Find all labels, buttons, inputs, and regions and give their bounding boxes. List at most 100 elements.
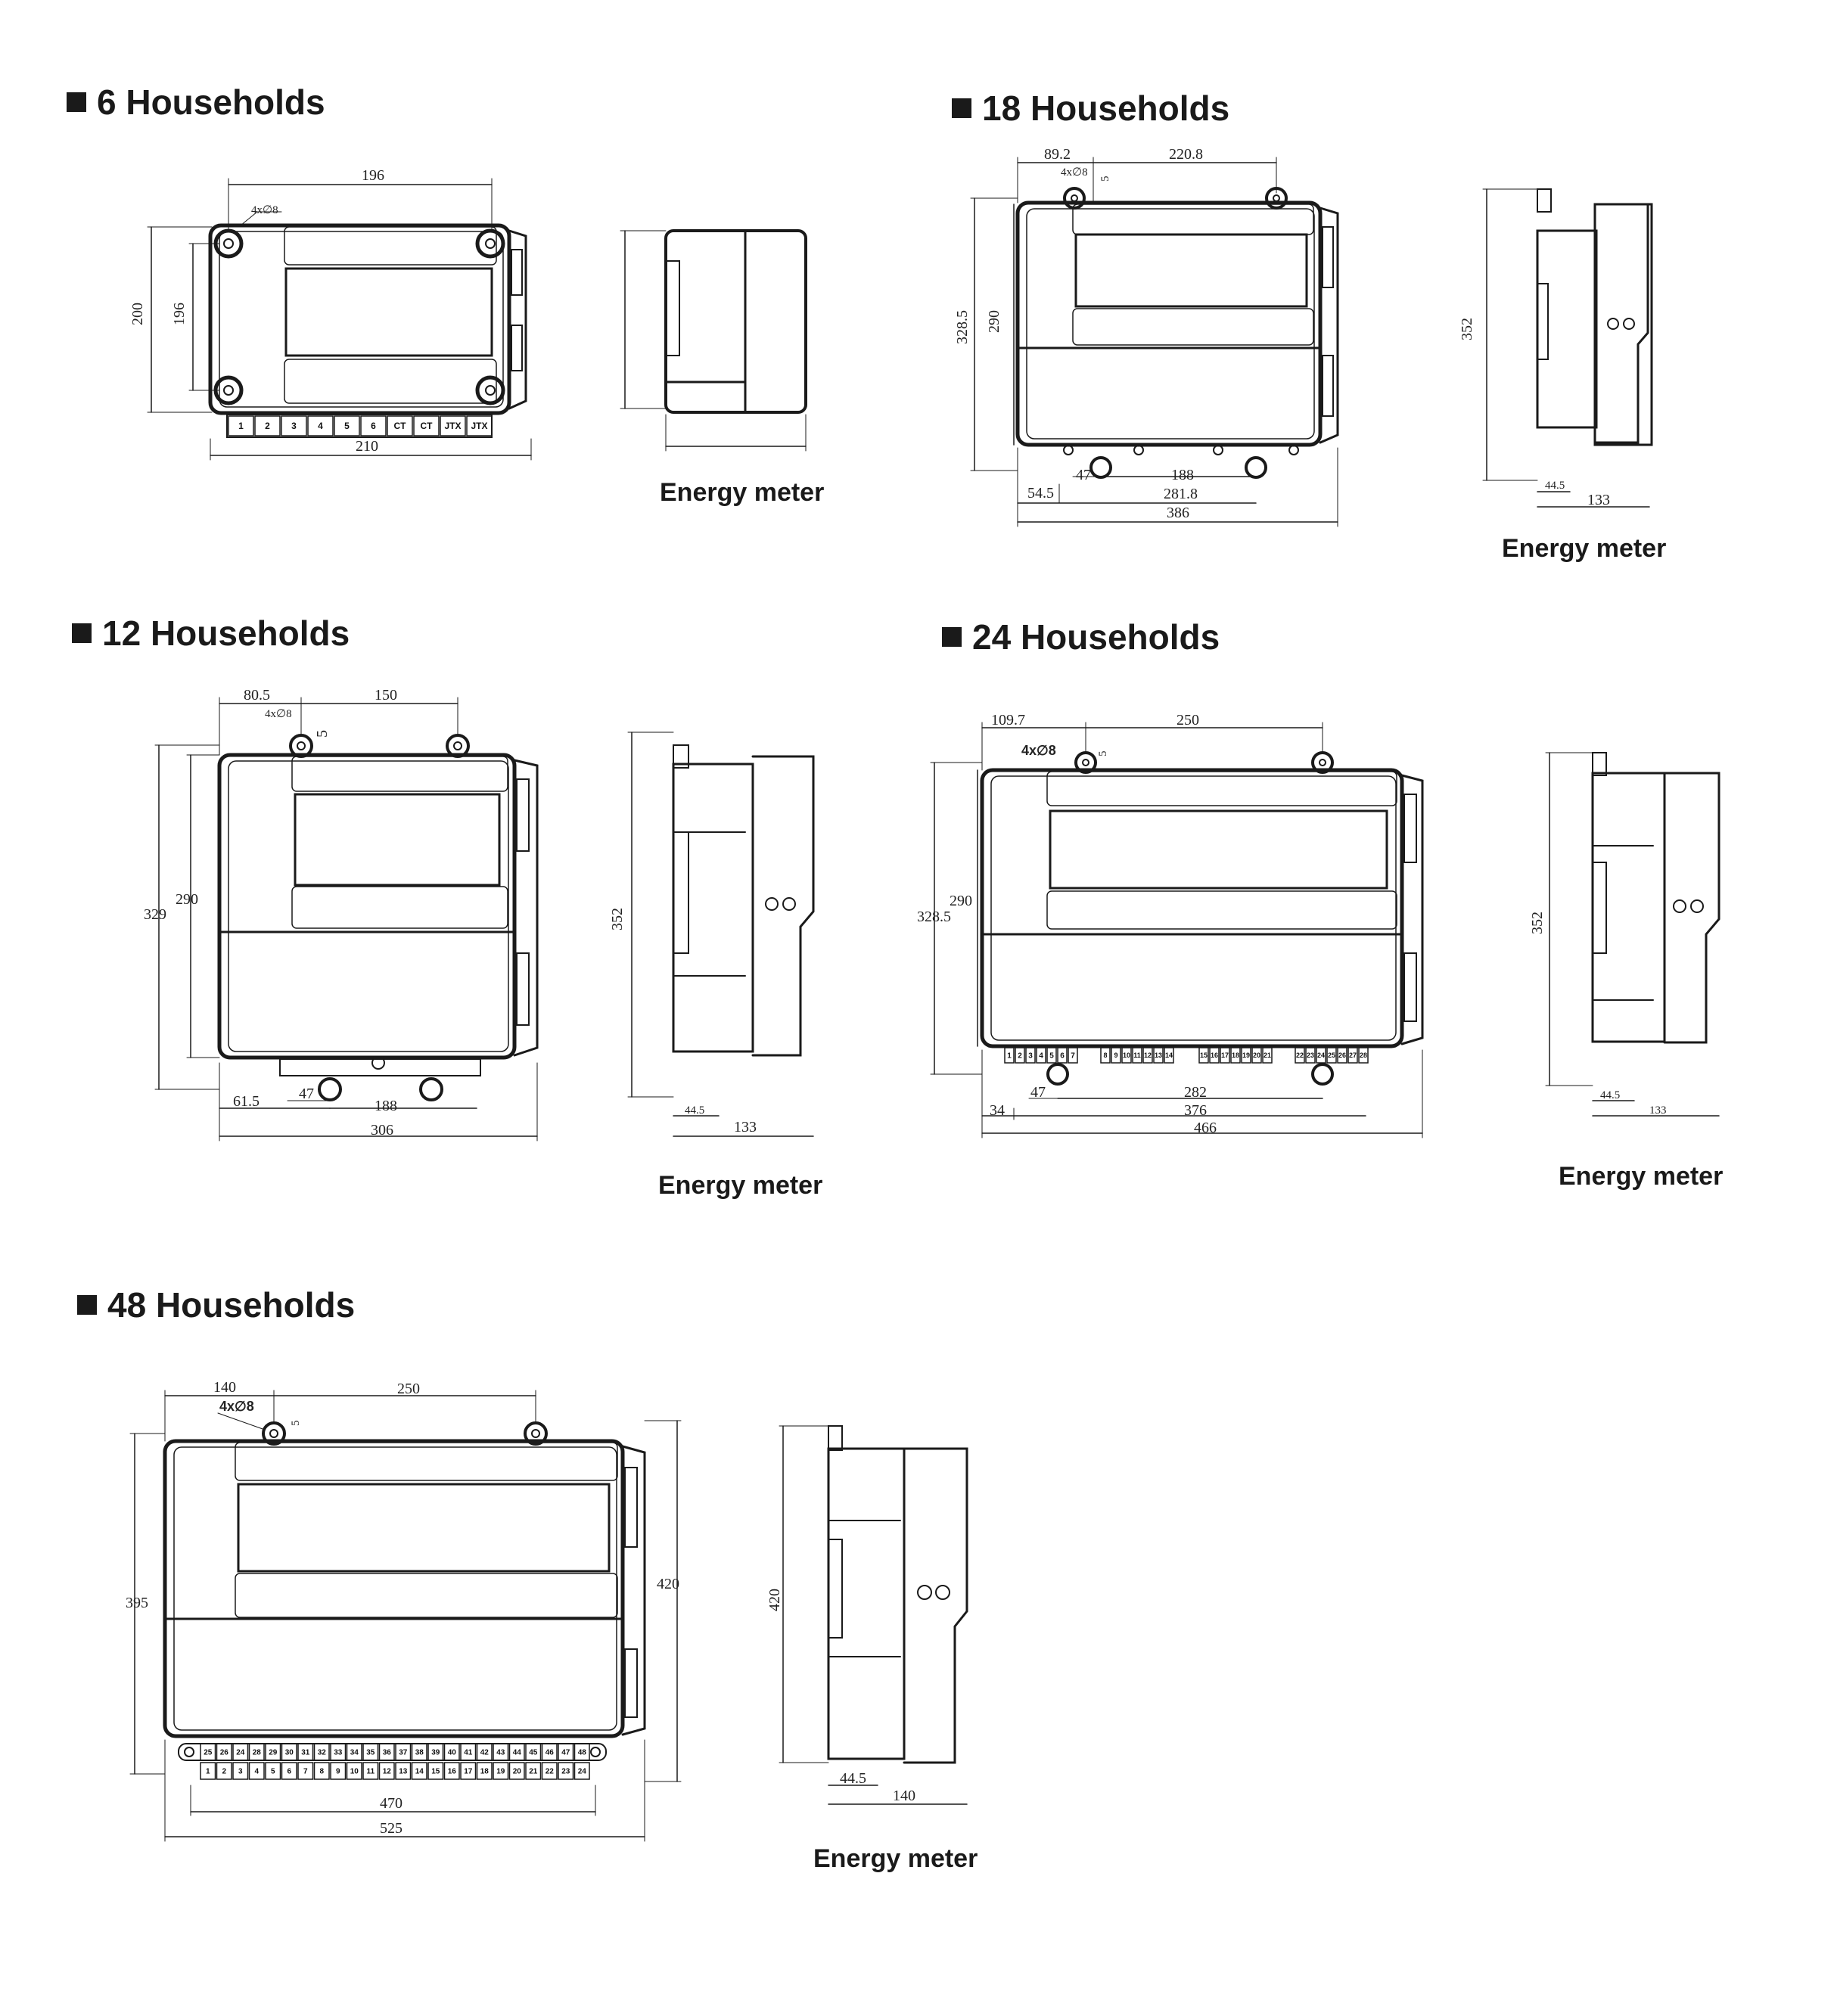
dim-12-t2: 150	[375, 687, 397, 704]
dim-6-left-outer: 200	[129, 303, 146, 325]
dim-18-281: 281.8	[1164, 486, 1198, 502]
terminal-48-bottom-cell	[281, 1762, 297, 1780]
terminal-24c-label: 17	[1221, 1051, 1229, 1059]
terminal-24d-cell	[1337, 1047, 1347, 1064]
terminal-24a-cell	[1015, 1047, 1025, 1064]
terminal-6-label: 5	[344, 421, 350, 431]
terminal-48-bottom-label: 23	[561, 1768, 570, 1776]
terminal-24a-label: 3	[1028, 1052, 1033, 1061]
terminal-48-top-cell	[248, 1743, 265, 1761]
dim-24-side-133: 133	[1649, 1104, 1667, 1117]
terminal-48-top-label: 39	[431, 1749, 440, 1757]
heading-12-households: 12 Households	[72, 613, 350, 654]
dim-18-side-445: 44.5	[1545, 480, 1565, 492]
terminal-24d-cell	[1347, 1047, 1358, 1064]
drawing-24-front	[930, 722, 1424, 1138]
terminal-24a-cell	[1036, 1047, 1046, 1064]
terminal-24c-label: 21	[1264, 1051, 1271, 1059]
terminal-24c-cell	[1198, 1047, 1209, 1064]
terminal-48-top-label: 30	[285, 1749, 294, 1757]
terminal-48-bottom-label: 21	[529, 1768, 538, 1776]
bullet-square-icon	[952, 98, 971, 118]
terminal-24c-cell	[1251, 1047, 1262, 1064]
terminal-48-top-cell	[232, 1743, 249, 1761]
terminal-48-bottom-cell	[525, 1762, 542, 1780]
terminal-48-top-label: 44	[513, 1749, 522, 1757]
terminal-48-top-cell	[281, 1743, 297, 1761]
terminal-48-top-cell	[313, 1743, 330, 1761]
dim-6-hole: 4x∅8	[251, 204, 278, 216]
terminal-48-bottom-label: 2	[222, 1768, 226, 1776]
drawing-18-front	[970, 157, 1339, 527]
terminal-24a-cell	[1057, 1047, 1068, 1064]
terminal-24a-label: 2	[1018, 1052, 1022, 1061]
terminal-48-top-cell	[346, 1743, 362, 1761]
heading-24-text: 24 Households	[972, 617, 1220, 657]
terminal-48-top-label: 45	[529, 1749, 538, 1757]
terminal-24c-cell	[1230, 1047, 1241, 1064]
terminal-6-cell	[307, 415, 334, 436]
terminal-6-label: 2	[265, 421, 270, 431]
terminal-6-label: 4	[318, 421, 323, 431]
dim-48-525: 525	[380, 1820, 403, 1837]
terminal-48-top-label: 36	[383, 1749, 392, 1757]
terminal-48-top-label: 47	[561, 1749, 570, 1757]
terminal-48-bottom-label: 20	[513, 1768, 522, 1776]
terminal-24c-cell	[1209, 1047, 1220, 1064]
dim-12-side-133: 133	[734, 1119, 757, 1135]
heading-18-households: 18 Households	[952, 88, 1229, 129]
dim-12-306: 306	[371, 1122, 393, 1138]
terminal-48-top-label: 25	[204, 1749, 213, 1757]
heading-48-households: 48 Households	[77, 1284, 355, 1325]
terminal-48-bottom-label: 11	[366, 1768, 375, 1776]
dim-24-left-outer: 328.5	[917, 909, 951, 925]
terminal-48-bottom-label: 1	[206, 1768, 210, 1776]
terminal-48-top-cell	[427, 1743, 444, 1761]
caption-energy-meter-48: Energy meter	[813, 1844, 978, 1873]
terminal-48-bottom-label: 14	[415, 1768, 424, 1776]
terminal-48-top-cell	[525, 1743, 542, 1761]
dim-24-466: 466	[1194, 1120, 1217, 1136]
dim-24-376: 376	[1184, 1102, 1207, 1119]
terminal-48-top-label: 41	[464, 1749, 473, 1757]
terminal-48-bottom-label: 10	[350, 1768, 359, 1776]
terminal-24a-cell	[1025, 1047, 1036, 1064]
terminal-48-top-cell	[573, 1743, 590, 1761]
caption-energy-meter-6: Energy meter	[660, 478, 825, 507]
terminal-48-bottom-label: 8	[319, 1768, 324, 1776]
dim-18-t1: 89.2	[1044, 146, 1071, 163]
drawing-48-side	[779, 1425, 968, 1805]
terminal-24d-cell	[1358, 1047, 1369, 1064]
terminal-24b-label: 13	[1155, 1051, 1162, 1059]
dim-12-side-445: 44.5	[685, 1104, 704, 1117]
terminal-48-top-label: 40	[448, 1749, 457, 1757]
terminal-24d-cell	[1326, 1047, 1337, 1064]
terminal-6-cell	[254, 415, 281, 436]
dim-12-615: 61.5	[233, 1093, 260, 1110]
terminal-48-top-label: 43	[496, 1749, 505, 1757]
terminal-6-cell	[387, 415, 413, 436]
dim-12-188: 188	[375, 1098, 397, 1114]
terminal-48-bottom-label: 13	[399, 1768, 408, 1776]
terminal-48-bottom-cell	[378, 1762, 395, 1780]
dim-48-t1: 140	[213, 1379, 236, 1396]
terminal-24d-label: 22	[1296, 1051, 1304, 1059]
caption-energy-meter-18: Energy meter	[1502, 534, 1667, 563]
drawing-6-front	[147, 178, 532, 461]
terminal-24c-label: 15	[1200, 1051, 1208, 1059]
terminal-48-top-cell	[541, 1743, 558, 1761]
terminal-24b-label: 14	[1165, 1051, 1173, 1059]
dim-12-side-h: 352	[609, 908, 626, 930]
drawing-6-side	[620, 229, 807, 452]
terminal-48-bottom-cell	[411, 1762, 427, 1780]
dim-48-side-h: 420	[766, 1589, 783, 1611]
terminal-48-top-cell	[395, 1743, 412, 1761]
terminal-48-bottom-cell	[346, 1762, 362, 1780]
terminal-24b-cell	[1111, 1047, 1121, 1064]
terminal-48-top-label: 34	[350, 1749, 359, 1757]
terminal-48-bottom-label: 6	[287, 1768, 291, 1776]
terminal-24b-label: 9	[1114, 1051, 1117, 1059]
terminal-48-top-cell	[378, 1743, 395, 1761]
dim-12-left-outer: 329	[144, 906, 166, 923]
